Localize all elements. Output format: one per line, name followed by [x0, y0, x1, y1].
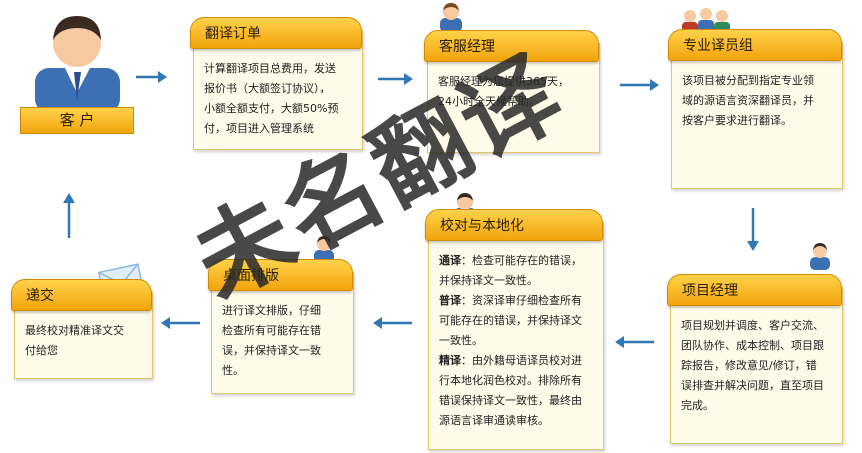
section-term: 通译: [439, 254, 461, 267]
section-term: 普译: [439, 294, 461, 307]
card-line: 并保持译文一致性。: [439, 274, 538, 287]
client-label: 客 户: [20, 107, 134, 134]
client-person-icon: [35, 16, 120, 113]
card-line: 踪报告，修改意见/修订，错: [681, 359, 817, 372]
card-line: ：检查可能存在的错误，: [461, 254, 582, 267]
card-line: 一致性。: [439, 334, 483, 347]
card-line: 付，项目进入管理系统: [204, 122, 314, 135]
card-line: 行本地化润色校对。排除所有: [439, 374, 582, 387]
arrow-right-icon: [136, 71, 167, 83]
card-line: 客服经理为您提供365天，: [438, 75, 569, 88]
card-line: 小额全额支付，大额50%预: [204, 102, 339, 115]
arrow-down-icon: [747, 208, 759, 251]
card-line: 该项目被分配到指定专业领: [682, 74, 814, 87]
card-title: 桌面排版: [208, 259, 353, 291]
arrow-left-icon: [373, 317, 412, 329]
card-line: 完成。: [681, 399, 714, 412]
service-person-icon: [440, 3, 462, 32]
card-line: 域的源语言资深翻译员，并: [682, 94, 814, 107]
section-term: 精译: [439, 354, 461, 367]
card-proofreading: 校对与本地化 通译：检查可能存在的错误， 并保持译文一致性。 普译：资深译审仔细…: [425, 209, 604, 450]
card-line: ：资深译审仔细检查所有: [461, 294, 582, 307]
card-translation-order: 翻译订单 计算翻译项目总费用，发送 报价书（大额签订协议）， 小额全额支付，大额…: [190, 17, 363, 150]
card-line: 按客户要求进行翻译。: [682, 114, 792, 127]
card-line: 源语言译审通读审核。: [439, 414, 549, 427]
card-line: 报价书（大额签订协议），: [204, 82, 331, 95]
card-title: 翻译订单: [190, 17, 362, 49]
arrow-up-icon: [63, 193, 75, 238]
arrow-left-icon: [161, 317, 200, 329]
manager-person-icon: [810, 243, 830, 270]
card-line: 进行译文排版，仔细: [222, 304, 321, 317]
card-line: 误，并保持译文一致: [222, 344, 321, 357]
card-title: 递交: [11, 279, 152, 311]
card-line: 最终校对精准译文交: [25, 324, 124, 337]
arrow-right-icon: [378, 73, 413, 85]
card-project-manager: 项目经理 项目规划并调度、客户交流、 团队协作、成本控制、项目跟 踪报告，修改意…: [667, 274, 843, 444]
arrow-right-icon: [620, 79, 659, 91]
card-line: ：由外籍母语译员校对进: [461, 354, 582, 367]
card-line: 性。: [222, 364, 244, 377]
card-delivery: 递交 最终校对精准译文交 付给您: [11, 279, 153, 379]
card-line: 付给您: [25, 344, 58, 357]
card-line: 检查所有可能存在错: [222, 324, 321, 337]
card-title: 项目经理: [667, 274, 842, 306]
card-line: 计算翻译项目总费用，发送: [204, 62, 336, 75]
card-line: 错误保持译文一致性，最终由: [439, 394, 582, 407]
card-title: 客服经理: [424, 30, 599, 62]
arrow-left-icon: [615, 336, 654, 348]
card-desktop-publishing: 桌面排版 进行译文排版，仔细 检查所有可能存在错 误，并保持译文一致 性。: [208, 259, 354, 394]
card-line: 可能存在的错误，并保持译文: [439, 314, 582, 327]
card-line: 24小时全天候帮助。: [438, 95, 540, 108]
card-title: 校对与本地化: [425, 209, 603, 241]
card-line: 误排查并解决问题，直至项目: [681, 379, 824, 392]
card-professional-team: 专业译员组 该项目被分配到指定专业领 域的源语言资深翻译员，并 按客户要求进行翻…: [668, 29, 843, 189]
card-title: 专业译员组: [668, 29, 842, 61]
card-customer-service: 客服经理 客服经理为您提供365天， 24小时全天候帮助。: [424, 30, 600, 153]
card-line: 团队协作、成本控制、项目跟: [681, 339, 824, 352]
card-line: 项目规划并调度、客户交流、: [681, 319, 824, 332]
